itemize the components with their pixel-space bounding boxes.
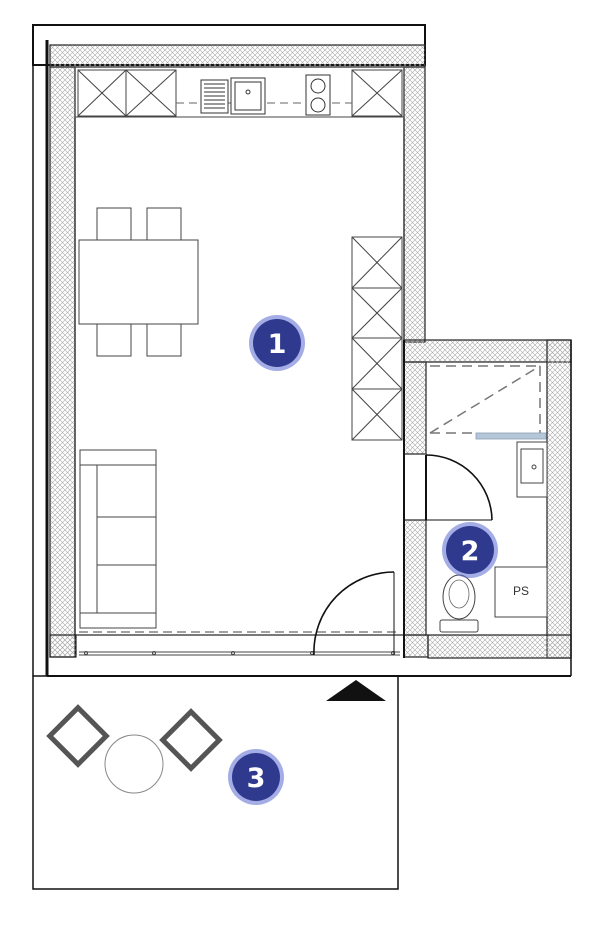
dining-table [78, 207, 199, 357]
toilet [439, 574, 479, 633]
shower [425, 362, 547, 440]
ps-box: PS [494, 566, 548, 618]
room-number-1: 1 [268, 329, 287, 360]
terrace [32, 675, 399, 890]
wardrobe [351, 236, 403, 441]
room-number-2: 2 [461, 536, 480, 567]
entrance-arrow-icon [326, 680, 386, 701]
wall-hatch-main [49, 44, 429, 658]
room-badge-3: 3 [228, 749, 284, 805]
bathroom-sink [516, 441, 548, 498]
bathroom-door [425, 454, 493, 521]
ps-label: PS [513, 584, 529, 598]
kitchen-sink [230, 77, 266, 115]
room-number-3: 3 [247, 763, 266, 794]
bathroom-walls [403, 339, 572, 676]
hob-icon [305, 74, 331, 116]
sofa [79, 449, 157, 629]
room-badge-1: 1 [249, 315, 305, 371]
room-badge-2: 2 [442, 522, 498, 578]
main-door [313, 571, 395, 656]
dishwasher-icon [200, 79, 229, 114]
